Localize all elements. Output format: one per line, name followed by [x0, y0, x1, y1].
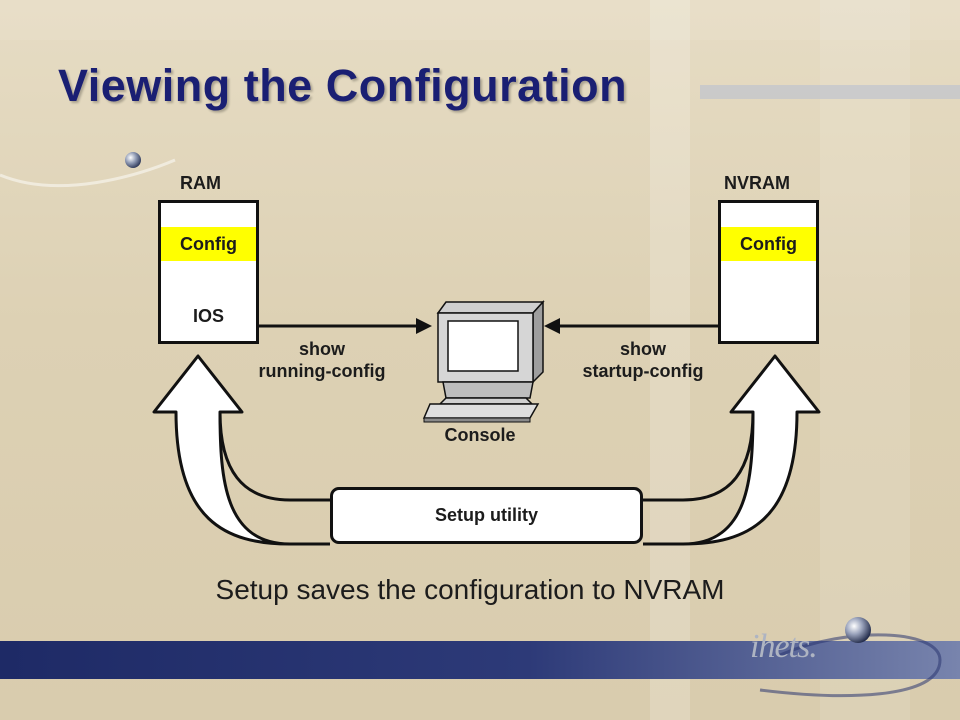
computer-terminal-icon — [422, 300, 545, 423]
right-command-label: show startup-config — [553, 338, 733, 382]
ram-ios-label: IOS — [192, 306, 224, 326]
nvram-label: NVRAM — [724, 173, 790, 193]
ram-config-label: Config — [161, 227, 256, 261]
ram-label: RAM — [180, 173, 221, 193]
ihets-logo: ihets. — [750, 628, 818, 665]
left-command-line1: show — [298, 339, 345, 359]
right-command-line1: show — [619, 339, 666, 359]
nvram-box — [718, 200, 819, 344]
decor-ball-icon — [125, 152, 141, 168]
slide-title: Viewing the Configuration — [58, 60, 628, 111]
right-command-line2: startup-config — [582, 361, 704, 381]
left-command-label: show running-config — [232, 338, 412, 382]
logo-ball-icon — [845, 617, 871, 643]
right-curved-arrow — [643, 354, 821, 546]
arrow-ram-to-console — [259, 318, 432, 334]
setup-utility-box: Setup utility — [330, 487, 643, 544]
nvram-config-label: Config — [721, 227, 816, 261]
left-command-line2: running-config — [258, 361, 386, 381]
left-curved-arrow — [152, 354, 330, 546]
slide-caption: Setup saves the configuration to NVRAM — [215, 574, 725, 605]
ram-box — [158, 200, 259, 344]
console-label: Console — [444, 425, 516, 445]
arrow-nvram-to-console — [544, 318, 720, 334]
